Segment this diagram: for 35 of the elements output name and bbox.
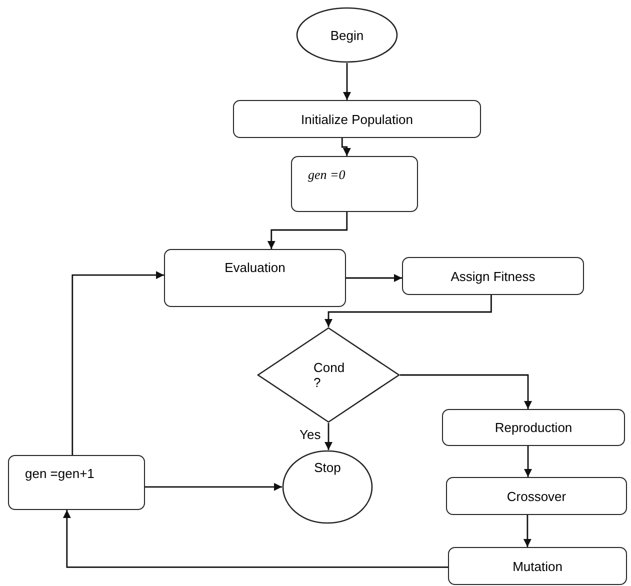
process-box (402, 257, 584, 295)
node-text: Stop (314, 460, 341, 475)
node-text: Assign Fitness (450, 268, 536, 284)
node-text: Mutation (512, 558, 562, 574)
arrow (62, 510, 448, 568)
arrow (524, 446, 532, 477)
arrow (523, 515, 532, 547)
terminal-ellipse (296, 7, 398, 63)
node-text: gen =0 (308, 167, 346, 183)
arrow (343, 63, 351, 100)
arrow (400, 374, 532, 409)
process-box (164, 249, 346, 307)
decision-diamond (257, 327, 400, 423)
process-box (446, 477, 627, 515)
node-text: Crossover (506, 488, 566, 504)
node-text: Initialize Population (300, 112, 414, 126)
process-box (442, 409, 625, 446)
arrow (324, 295, 492, 327)
process-box (233, 100, 481, 138)
process-box (291, 156, 418, 212)
node-text: Evaluation (224, 260, 286, 275)
node-text: gen =gen+1 (25, 466, 94, 481)
node-text: Begin (330, 28, 364, 42)
process-box (8, 455, 145, 510)
arrow (267, 212, 348, 249)
edge-label: Yes (300, 427, 321, 442)
arrow (324, 423, 332, 450)
arrow (346, 274, 402, 282)
node-text: Reproduction (494, 420, 572, 435)
arrow (145, 482, 282, 491)
arrow (341, 138, 351, 156)
arrow (72, 271, 164, 455)
node-text: Cond ? (314, 360, 346, 390)
process-box (448, 547, 627, 585)
terminal-ellipse (282, 450, 373, 524)
